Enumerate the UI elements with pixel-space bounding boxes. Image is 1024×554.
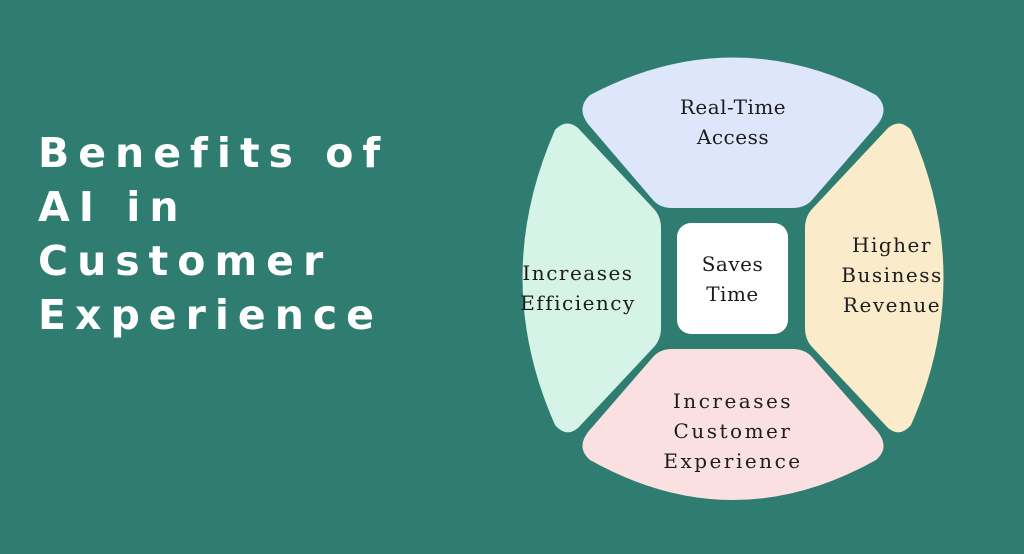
title-line: Experience	[38, 291, 383, 339]
label-line: Business	[841, 263, 943, 287]
label-line: Customer	[673, 419, 793, 443]
segment-center	[677, 223, 788, 334]
segment-top	[582, 57, 884, 208]
label-left: Increases Efficiency	[498, 258, 658, 318]
label-center: Saves Time	[677, 249, 788, 309]
segment-right	[805, 123, 944, 433]
label-right: Higher Business Revenue	[812, 230, 972, 320]
segment-left	[522, 123, 661, 433]
title-line: Customer	[38, 237, 333, 285]
label-line: Experience	[663, 449, 803, 473]
label-line: Saves	[701, 252, 764, 276]
label-line: Increases	[522, 261, 634, 285]
title-line: Benefits of	[38, 129, 390, 177]
page-title: Benefits of AI in Customer Experience	[38, 126, 389, 342]
label-line: Access	[696, 125, 770, 149]
label-line: Time	[706, 282, 759, 306]
segment-bottom	[582, 349, 884, 500]
label-line: Increases	[672, 389, 794, 413]
label-line: Real-Time	[679, 95, 787, 119]
label-bottom: Increases Customer Experience	[633, 386, 833, 476]
label-line: Revenue	[842, 293, 942, 317]
label-top: Real-Time Access	[633, 92, 833, 152]
label-line: Efficiency	[520, 291, 636, 315]
label-line: Higher	[852, 233, 932, 257]
title-line: AI in	[38, 183, 188, 231]
